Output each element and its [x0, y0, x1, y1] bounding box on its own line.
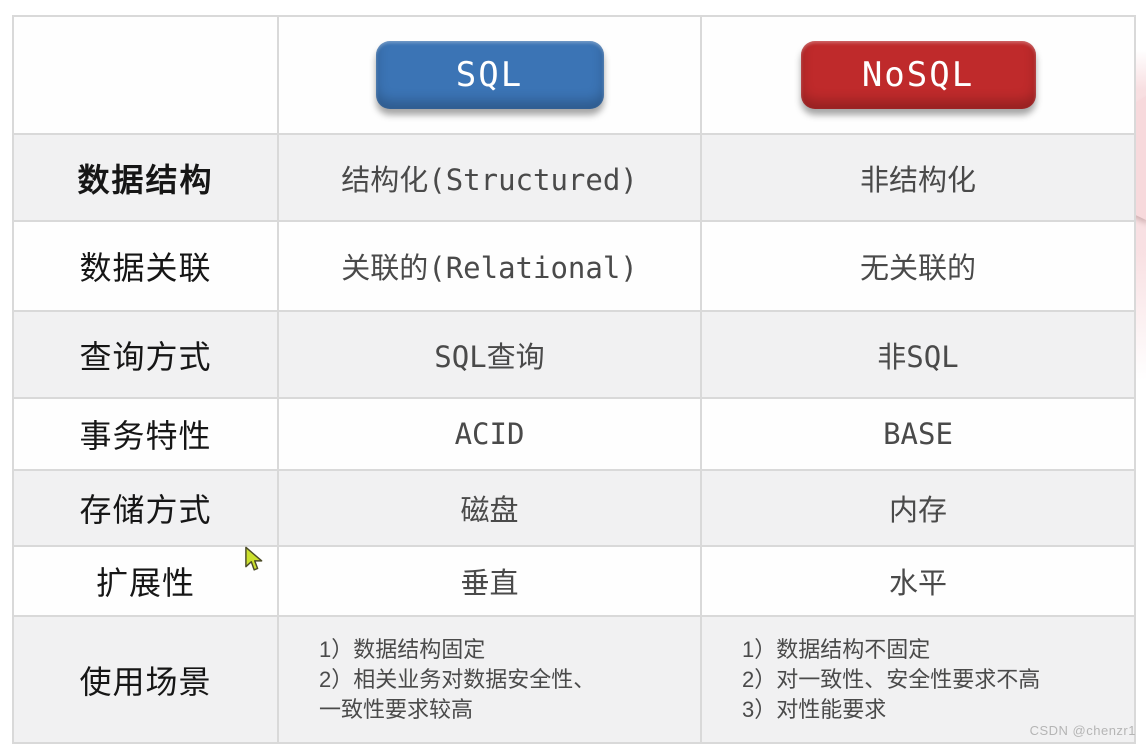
usecase-line: 2）对一致性、安全性要求不高: [742, 666, 1041, 692]
row-label-cell: 查询方式: [14, 312, 279, 399]
sql-usecase-cell: 1）数据结构固定 2）相关业务对数据安全性、 一致性要求较高: [279, 617, 702, 744]
sql-value: 关联的(Relational): [341, 251, 638, 285]
nosql-value-cell: 非结构化: [702, 135, 1136, 222]
comparison-table: SQL NoSQL 数据结构 结构化(Structured) 非结构化 数据关联…: [12, 15, 1136, 744]
sql-badge: SQL: [375, 41, 604, 109]
nosql-value-cell: BASE: [702, 399, 1136, 471]
row-label: 查询方式: [79, 338, 212, 375]
nosql-value-cell: 内存: [702, 471, 1136, 547]
nosql-value-cell: 无关联的: [702, 222, 1136, 312]
row-label-cell: 存储方式: [14, 471, 279, 547]
usecase-line: 1）数据结构固定: [319, 636, 486, 662]
usecase-line: 2）相关业务对数据安全性、: [319, 666, 596, 692]
row-label-cell: 扩展性: [14, 547, 279, 617]
sql-value: 垂直: [460, 566, 519, 600]
nosql-badge: NoSQL: [800, 41, 1036, 109]
row-label: 事务特性: [79, 418, 212, 454]
sql-value: 磁盘: [460, 493, 519, 527]
row-label: 扩展性: [95, 565, 195, 601]
nosql-usecase-cell: 1）数据结构不固定 2）对一致性、安全性要求不高 3）对性能要求: [702, 617, 1136, 744]
header-empty-cell: [14, 17, 279, 135]
row-label-cell: 使用场景: [14, 617, 279, 744]
row-label: 数据结构: [77, 161, 214, 198]
row-label: 数据关联: [79, 250, 212, 286]
row-label-cell: 数据关联: [14, 222, 279, 312]
sql-value-cell: 关联的(Relational): [279, 222, 702, 312]
usecase-line: 1）数据结构不固定: [742, 636, 931, 662]
nosql-value-cell: 非SQL: [702, 312, 1136, 399]
sql-value: SQL查询: [434, 339, 545, 374]
sql-value-cell: 磁盘: [279, 471, 702, 547]
sql-value-cell: SQL查询: [279, 312, 702, 399]
nosql-value: 非SQL: [877, 339, 959, 374]
row-label: 使用场景: [79, 663, 212, 700]
row-label-cell: 事务特性: [14, 399, 279, 471]
row-label-cell: 数据结构: [14, 135, 279, 222]
header-nosql-cell: NoSQL: [702, 17, 1136, 135]
nosql-value: 非结构化: [859, 162, 976, 197]
header-sql-cell: SQL: [279, 17, 702, 135]
nosql-value: 水平: [888, 566, 947, 600]
nosql-value-cell: 水平: [702, 547, 1136, 617]
sql-value-cell: 垂直: [279, 547, 702, 617]
sql-value-cell: 结构化(Structured): [279, 135, 702, 222]
usecase-line: 3）对性能要求: [742, 696, 887, 722]
sql-value: ACID: [454, 417, 525, 451]
sql-value-cell: ACID: [279, 399, 702, 471]
watermark: CSDN @chenzr1: [1029, 723, 1136, 738]
sql-value: 结构化(Structured): [341, 162, 638, 197]
row-label: 存储方式: [79, 492, 212, 528]
usecase-line: 一致性要求较高: [319, 696, 474, 722]
nosql-value: 内存: [888, 493, 947, 527]
nosql-value: BASE: [883, 417, 953, 451]
nosql-value: 无关联的: [859, 251, 976, 285]
